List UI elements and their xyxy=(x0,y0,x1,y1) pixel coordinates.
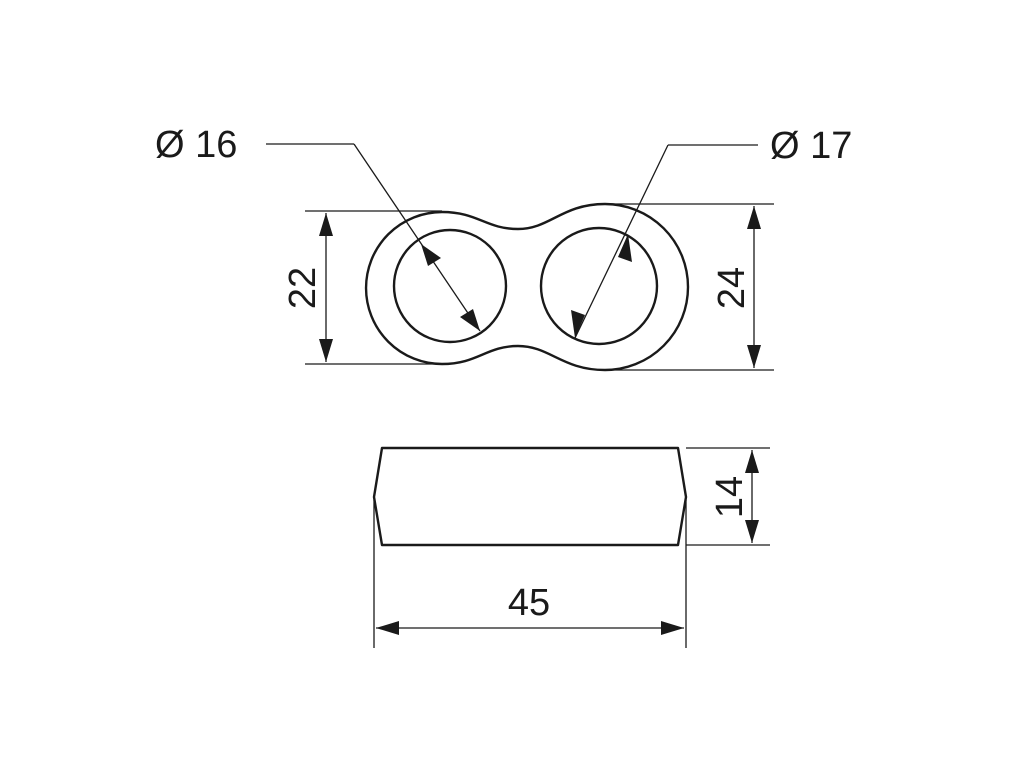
top-view-outer-outline xyxy=(364,202,690,372)
right-diameter-label: Ø 17 xyxy=(770,125,852,167)
left-height-label: 22 xyxy=(282,267,324,309)
length-label: 45 xyxy=(508,582,550,624)
length-dimension: 45 xyxy=(373,500,687,648)
right-hole xyxy=(539,226,659,346)
left-hole xyxy=(392,228,508,344)
thickness-label: 14 xyxy=(709,476,751,518)
right-diameter-dimension: Ø 17 xyxy=(571,125,852,339)
thickness-dimension: 14 xyxy=(686,447,770,546)
left-diameter-dimension: Ø 16 xyxy=(155,124,481,332)
side-view: 14 45 xyxy=(372,446,770,648)
right-height-label: 24 xyxy=(711,267,753,309)
left-height-dimension: 22 xyxy=(282,210,442,365)
left-diameter-label: Ø 16 xyxy=(155,124,237,166)
top-view: 22 24 Ø 16 Ø 17 xyxy=(155,124,852,372)
right-height-dimension: 24 xyxy=(605,203,774,371)
side-view-outline xyxy=(372,446,688,547)
